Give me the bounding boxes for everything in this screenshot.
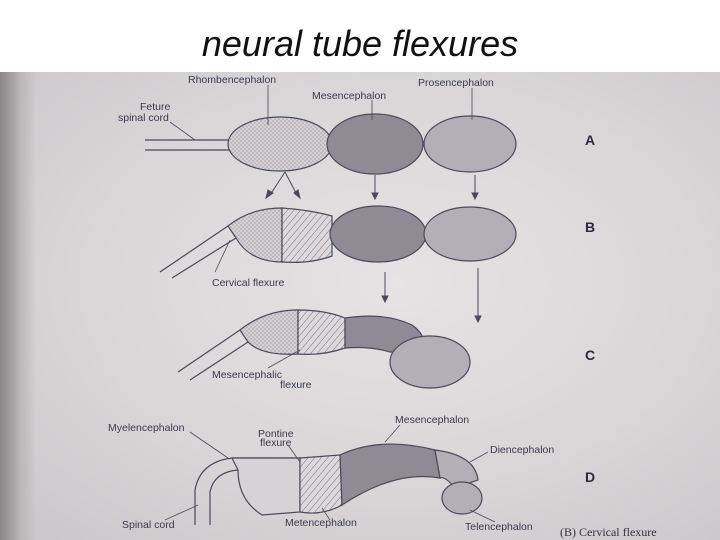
label-future-line2: spinal cord xyxy=(118,112,169,124)
label-cervical-flexure: Cervical flexure xyxy=(212,277,285,289)
myelencephalon-c xyxy=(239,309,299,355)
label-pontine-line1: Pontine xyxy=(258,428,294,440)
label-spinal-cord: Spinal cord xyxy=(122,519,175,531)
label-metencephalon: Metencephalon xyxy=(285,517,357,529)
arrows-a-to-b xyxy=(265,171,479,201)
panel-label-a: A xyxy=(585,132,595,148)
panel-c-tube xyxy=(177,309,471,389)
label-rhombencephalon: Rhombencephalon xyxy=(188,74,276,86)
label-mesencephalon-top: Mesencephalon xyxy=(312,90,386,102)
arrows-b-to-c xyxy=(381,268,482,324)
myelencephalon-d xyxy=(231,457,301,516)
label-telencephalon: Telencephalon xyxy=(465,521,533,533)
prosencephalon-vesicle-b xyxy=(423,206,517,262)
label-mesencephalon-d: Mesencephalon xyxy=(395,414,469,426)
panel-a-tube xyxy=(145,113,517,175)
caption-fragment: (B) Cervical flexure xyxy=(560,525,657,539)
slide-title: neural tube flexures xyxy=(201,23,519,64)
myelencephalon-b xyxy=(227,207,283,263)
photo-edge-shadow xyxy=(0,72,36,540)
telencephalon-d xyxy=(441,481,483,515)
mesencephalon-vesicle-b xyxy=(329,205,427,263)
label-mesencephalic-line1: Mesencephalic xyxy=(212,369,282,381)
panel-label-b: B xyxy=(585,219,595,235)
label-diencephalon: Diencephalon xyxy=(490,444,554,456)
mesencephalon-vesicle-a xyxy=(326,113,424,175)
rhombencephalon-vesicle-a xyxy=(227,116,333,172)
panel-a-leaders xyxy=(169,85,473,141)
panel-d-leaders xyxy=(164,424,496,523)
metencephalon-b xyxy=(281,207,333,263)
leader-mesencephalic xyxy=(267,349,301,369)
mesencephalon-d xyxy=(339,443,441,507)
prosencephalon-vesicle-a xyxy=(423,115,517,173)
label-prosencephalon: Prosencephalon xyxy=(418,77,494,89)
metencephalon-c xyxy=(297,309,346,355)
label-mesencephalic-line2: flexure xyxy=(280,379,312,391)
label-myelencephalon: Myelencephalon xyxy=(108,422,185,434)
label-pontine-line2: flexure xyxy=(260,437,292,449)
leader-cervical xyxy=(214,239,231,273)
panel-label-d: D xyxy=(585,469,595,485)
prosencephalon-c xyxy=(389,335,471,389)
metencephalon-d xyxy=(299,454,343,514)
label-future-line1: Feture xyxy=(140,101,171,113)
panel-label-c: C xyxy=(585,347,595,363)
panel-d-tube xyxy=(194,443,483,525)
panel-b-tube xyxy=(159,205,517,279)
